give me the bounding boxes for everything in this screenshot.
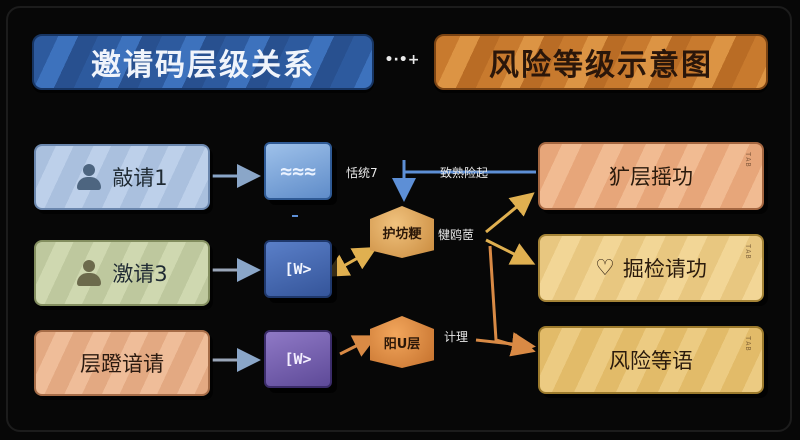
edge-label-bottom: 计理 bbox=[444, 330, 469, 344]
hex-node-1: 护坊粳 bbox=[370, 206, 434, 258]
risk-box-3: 风险等语 TAB bbox=[538, 326, 764, 394]
title-left: 邀请码层级关系 bbox=[91, 48, 315, 83]
risk-box-1-tag: TAB bbox=[744, 152, 752, 168]
node-2-label: [W> bbox=[284, 260, 312, 278]
hex-node-2-label: 阳U层 bbox=[383, 336, 421, 352]
edge-label-top-right: 致熟险起 bbox=[440, 166, 489, 180]
wave-node-icon: ≈≈≈ bbox=[264, 142, 332, 200]
node-1-label: ≈≈≈ bbox=[279, 159, 317, 183]
title-banner-invite-hierarchy: 邀请码层级关系 bbox=[32, 34, 374, 90]
invite-box-2: 激请3 bbox=[34, 240, 210, 306]
node-3-label: [W> bbox=[284, 350, 312, 368]
user-avatar-icon bbox=[76, 164, 102, 190]
edge-label-middle: 犍鸥茝 bbox=[438, 228, 475, 242]
arrow-node3-to-hex2 bbox=[339, 335, 378, 357]
risk-box-2: ♡ 掘检请功 TAB bbox=[538, 234, 764, 302]
arrow-branch-to-risk2 bbox=[485, 238, 536, 265]
arrow-branch-to-risk1 bbox=[485, 192, 535, 234]
user-avatar-icon bbox=[76, 260, 102, 286]
heart-outline-icon: ♡ bbox=[595, 255, 615, 281]
title-banner-risk-levels: 风险等级示意图 bbox=[434, 34, 768, 90]
arrow-hex2-to-risk3 bbox=[475, 332, 536, 356]
title-right: 风险等级示意图 bbox=[489, 48, 713, 83]
risk-box-1-label: 犷层摇功 bbox=[609, 165, 693, 189]
risk-box-3-tag: TAB bbox=[744, 336, 752, 352]
invite-box-3: 层蹬谙请 bbox=[34, 330, 210, 396]
invite-box-1: 敲请1 bbox=[34, 144, 210, 210]
invite-box-2-label: 激请3 bbox=[112, 262, 168, 286]
code-node-icon-2: [W> bbox=[264, 330, 332, 388]
risk-box-3-label: 风险等语 bbox=[609, 349, 693, 373]
arrow-branch-to-risk3 bbox=[488, 245, 536, 357]
arrow-node2-hex1-bidirectional bbox=[324, 247, 378, 277]
code-node-icon: [W> bbox=[264, 240, 332, 298]
diagram-frame bbox=[6, 6, 792, 432]
invite-box-3-label: 层蹬谙请 bbox=[80, 352, 164, 376]
invite-box-1-label: 敲请1 bbox=[112, 166, 168, 190]
edge-label-top-left: 恬统7 bbox=[346, 166, 378, 180]
risk-box-2-tag: TAB bbox=[744, 244, 752, 260]
banner-connector: •·•+ bbox=[384, 52, 420, 68]
risk-box-1: 犷层摇功 TAB bbox=[538, 142, 764, 210]
risk-box-2-label: 掘检请功 bbox=[622, 257, 707, 281]
hex-node-1-label: 护坊粳 bbox=[382, 226, 422, 242]
